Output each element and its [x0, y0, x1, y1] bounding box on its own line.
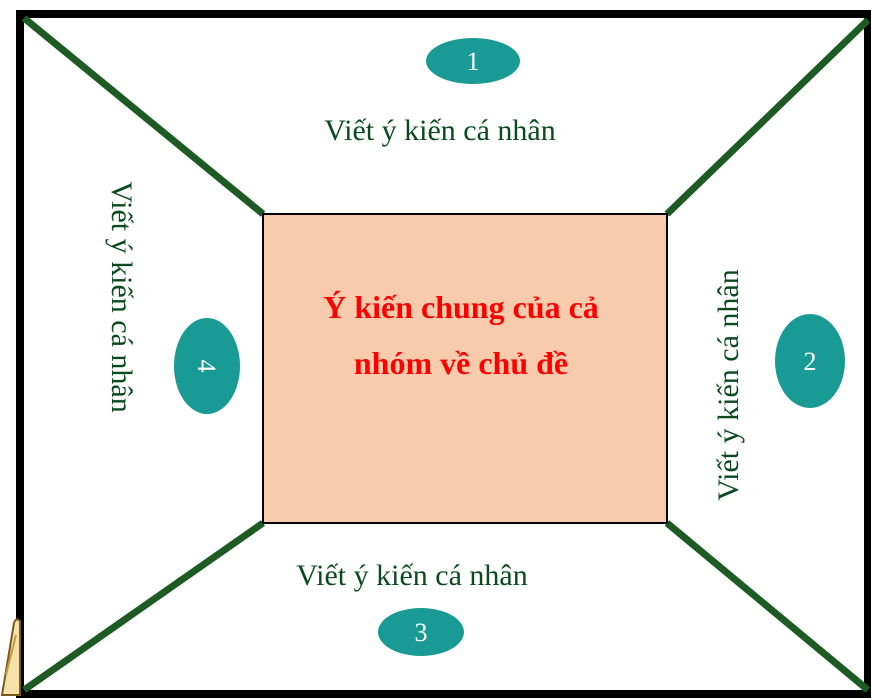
badge-3-number: 3 — [415, 618, 428, 647]
badge-3 — [378, 608, 464, 656]
center-text-line1: Ý kiến chung của cả — [323, 289, 599, 325]
diagonal-bottom-right — [664, 520, 871, 693]
zone-3-text: Viết ý kiến cá nhân — [296, 559, 527, 592]
badge-1 — [426, 38, 520, 84]
diagonal-top-right — [664, 17, 871, 217]
zone-2-text: Viết ý kiến cá nhân — [712, 269, 745, 500]
badge-1-number: 1 — [467, 47, 480, 76]
center-text-line2: nhóm về chủ đề — [354, 345, 568, 381]
badge-4 — [174, 318, 240, 414]
zone-4-text: Viết ý kiến cá nhân — [105, 181, 138, 412]
center-box — [262, 213, 668, 524]
badge-2-number: 2 — [804, 347, 817, 376]
badge-2 — [775, 314, 845, 408]
diagonal-top-left — [21, 15, 266, 217]
diagonal-bottom-left — [21, 520, 266, 693]
badge-4-number: 4 — [192, 360, 221, 373]
zone-1-text: Viết ý kiến cá nhân — [324, 114, 555, 147]
pencil-icon — [0, 618, 21, 696]
